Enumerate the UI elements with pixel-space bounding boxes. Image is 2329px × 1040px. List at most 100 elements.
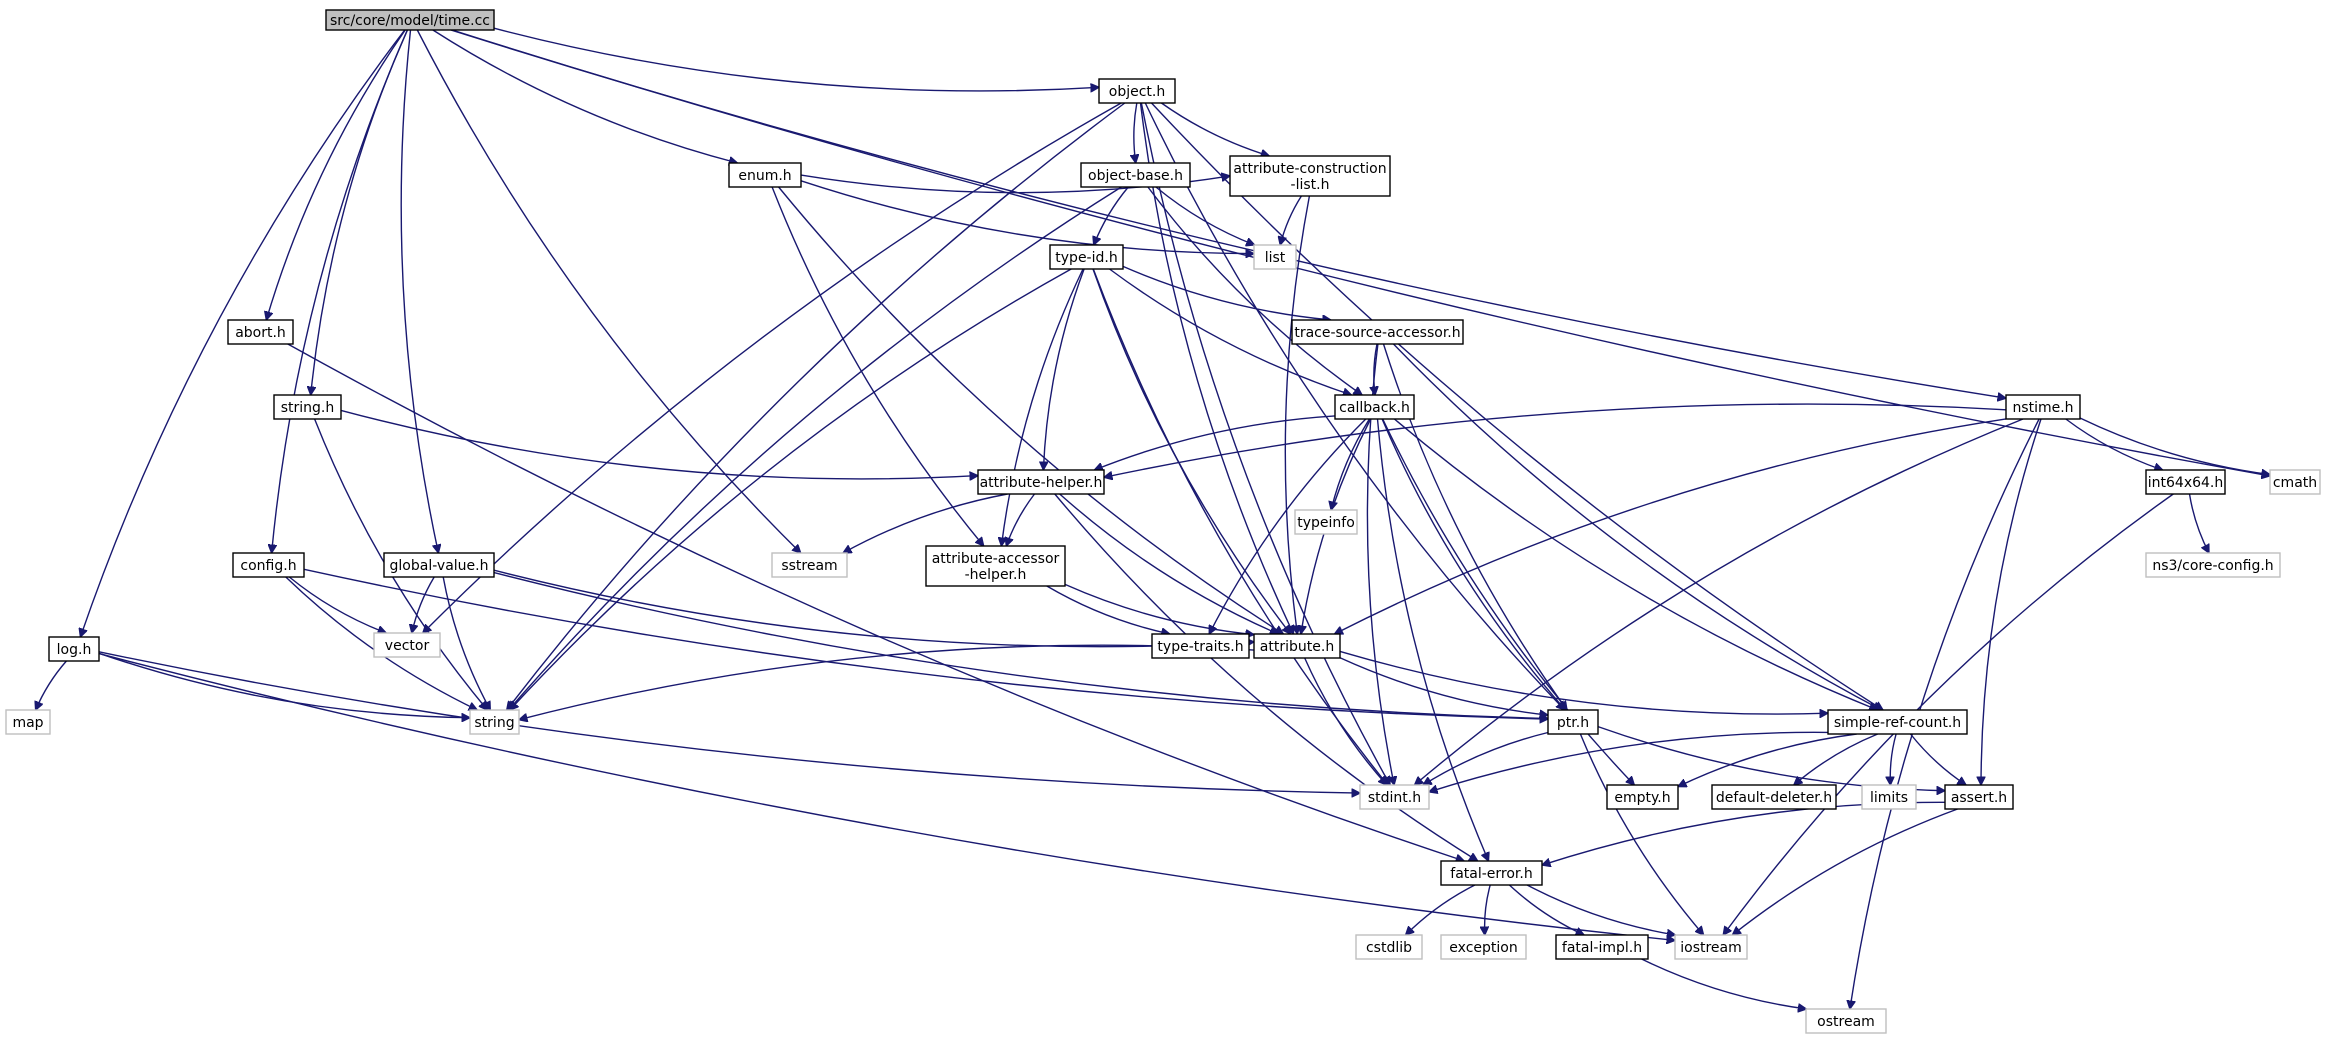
node-ns3coreconfig: ns3/core-config.h [2145,552,2281,578]
edge-stringh-to-attrhelperh [340,409,978,479]
node-attraccessorh[interactable]: attribute-accessor-helper.h [925,545,1066,587]
node-box-nstimeh [2005,394,2081,420]
node-sstream: sstream [771,552,848,578]
node-nstimeh[interactable]: nstime.h [2005,394,2081,420]
edge-attrhelperh-to-fatalerrorh [1054,493,1478,861]
node-box-attrconsth [1229,155,1391,197]
node-label-iostream: iostream [1680,940,1742,956]
node-globalvalueh[interactable]: global-value.h [383,552,495,578]
node-box-attributeh [1253,633,1341,659]
node-box-emptyh [1606,784,1679,810]
edge-int64x64h-to-ns3coreconfig [2188,493,2210,553]
node-label-objectbaseh: object-base.h [1088,168,1183,184]
edge-nstimeh-to-asserth [1981,418,2042,785]
node-stringh[interactable]: string.h [273,394,342,420]
node-box-stringh [273,394,342,420]
edge-tracesrch-to-callbackh [1374,343,1377,395]
node-label-fatalimplh: fatal-impl.h [1562,940,1642,956]
node-label-callbackh: callback.h [1339,400,1410,416]
edge-callbackh-to-typeinfo [1331,418,1370,510]
node-fatalerrorh[interactable]: fatal-error.h [1440,860,1543,886]
edge-objecth-to-ptrh [1144,102,1564,710]
edge-root-to-globalvalueh [400,29,438,553]
node-box-asserth [1944,784,2014,810]
node-aborth[interactable]: abort.h [227,319,294,345]
edge-ptrh-to-stdinth [1423,731,1549,786]
edge-fatalerrorh-to-fatalimplh [1508,884,1584,935]
node-box-enumh [728,162,802,188]
edge-attributeh-to-ptrh [1339,657,1548,715]
node-logh[interactable]: log.h [48,636,100,662]
node-label-objecth: object.h [1109,84,1165,100]
edge-callbackh-to-typetraitsh [1209,418,1367,634]
node-box-defdeleterh [1711,784,1837,810]
node-ostream: ostream [1805,1008,1887,1034]
node-objectbaseh[interactable]: object-base.h [1080,162,1191,188]
node-box-attraccessorh [925,545,1066,587]
edge-typeidh-to-string [510,268,1072,710]
node-label-tracesrch: trace-source-accessor.h [1294,325,1460,341]
edge-typeidh-to-tracesrch [1122,265,1331,320]
node-label-attraccessorh: -helper.h [965,567,1027,583]
edge-tracesrch-to-simplerefh [1392,343,1882,710]
edge-callbackh-to-fatalerrorh [1376,418,1489,861]
edge-callbackh-to-attrhelperh [1094,415,1336,470]
node-fatalimplh[interactable]: fatal-impl.h [1555,934,1649,960]
node-defdeleterh[interactable]: default-deleter.h [1711,784,1837,810]
edge-attrhelperh-to-attraccessorh [1006,493,1036,546]
node-attributeh[interactable]: attribute.h [1253,633,1341,659]
node-box-callbackh [1334,394,1415,420]
node-tracesrch[interactable]: trace-source-accessor.h [1291,319,1464,345]
edge-fatalimplh-to-ostream [1641,958,1807,1009]
node-label-limits: limits [1870,790,1908,806]
node-emptyh[interactable]: empty.h [1606,784,1679,810]
node-exception: exception [1440,934,1527,960]
node-box-ns3coreconfig [2145,552,2281,578]
node-objecth[interactable]: object.h [1098,78,1176,104]
node-ptrh[interactable]: ptr.h [1547,709,1599,735]
edge-attributeh-to-simplerefh [1339,650,1828,714]
edge-simplerefh-to-stdinth [1429,731,1829,792]
node-box-list [1253,244,1297,270]
node-label-ptrh: ptr.h [1557,715,1589,731]
node-callbackh[interactable]: callback.h [1334,394,1415,420]
edge-objectbaseh-to-list [1155,186,1255,245]
node-simplerefh[interactable]: simple-ref-count.h [1827,709,1968,735]
edge-objecth-to-objectbaseh [1134,102,1137,163]
node-label-typeidh: type-id.h [1055,250,1117,266]
node-box-string [469,709,520,735]
node-attrconsth[interactable]: attribute-construction-list.h [1229,155,1391,197]
edge-simplerefh-to-limits [1890,733,1897,785]
node-box-objecth [1098,78,1176,104]
dependency-nodes: src/core/model/time.cc object.h enum.h obje… [5,9,2321,1034]
node-label-globalvalueh: global-value.h [390,558,489,574]
node-label-typeinfo: typeinfo [1297,515,1355,531]
edge-ptrh-to-asserth [1597,725,1945,791]
node-box-ptrh [1547,709,1599,735]
node-limits: limits [1861,784,1917,810]
node-typeidh[interactable]: type-id.h [1049,244,1124,270]
edge-asserth-to-iostream [1732,808,1958,935]
edge-callbackh-to-ptrh [1381,418,1565,710]
node-configh[interactable]: config.h [232,552,305,578]
node-asserth[interactable]: assert.h [1944,784,2014,810]
node-box-typeidh [1049,244,1124,270]
edge-logh-to-string [98,652,470,717]
node-label-typetraitsh: type-traits.h [1157,639,1243,655]
edge-nstimeh-to-int64x64h [2065,418,2163,470]
node-box-aborth [227,319,294,345]
node-typetraitsh[interactable]: type-traits.h [1151,633,1250,659]
node-attrhelperh[interactable]: attribute-helper.h [977,469,1105,495]
node-root[interactable]: src/core/model/time.cc [325,9,495,31]
edge-typeidh-to-attraccessorh [1001,268,1084,546]
edge-enumh-to-attraccessorh [771,186,984,546]
node-label-ostream: ostream [1817,1014,1875,1030]
node-box-attrhelperh [977,469,1105,495]
node-label-ns3coreconfig: ns3/core-config.h [2152,558,2273,574]
edge-enumh-to-list [800,180,1254,254]
node-int64x64h[interactable]: int64x64.h [2145,469,2226,495]
node-label-aborth: abort.h [235,325,286,341]
edge-callbackh-to-emptyh [1382,418,1635,785]
node-enumh[interactable]: enum.h [728,162,802,188]
